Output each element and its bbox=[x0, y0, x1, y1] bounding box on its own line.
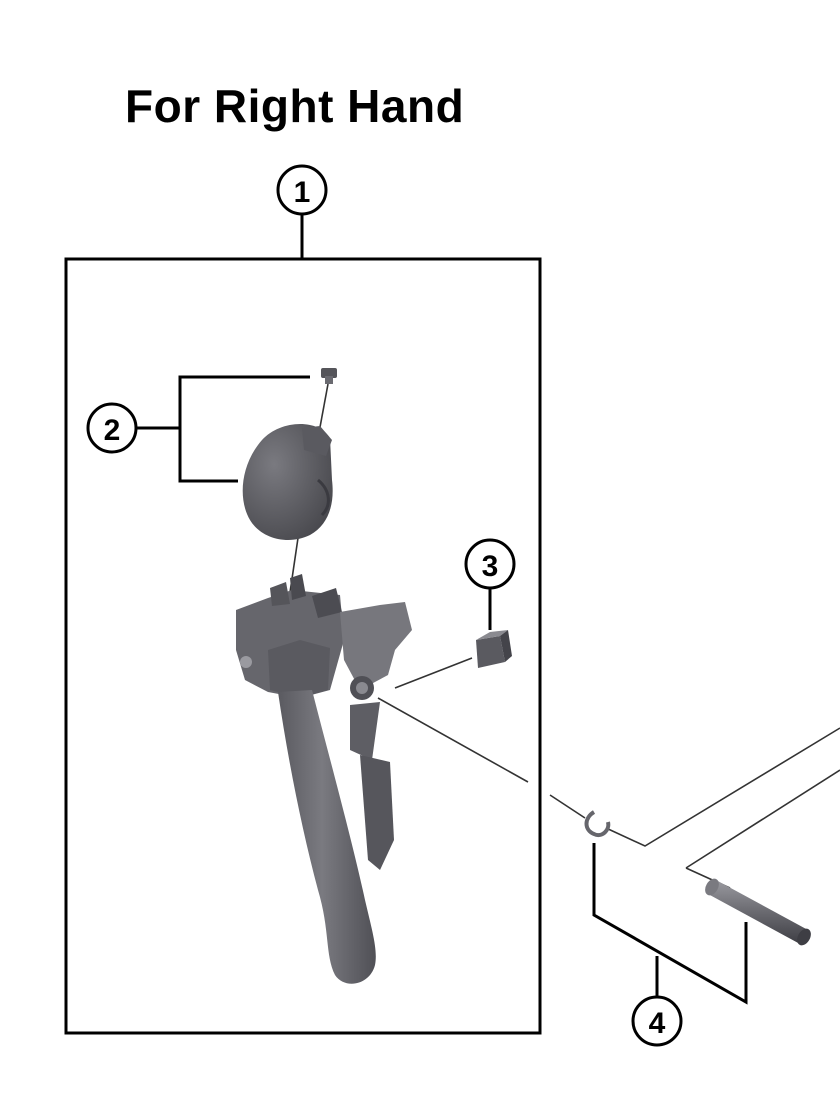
brake-lever bbox=[278, 690, 394, 984]
leader-lines bbox=[287, 383, 840, 889]
bracket-body bbox=[236, 574, 412, 700]
callout-4: 4 bbox=[592, 843, 748, 1047]
pin bbox=[705, 878, 811, 946]
callout-4-number: 4 bbox=[649, 1007, 666, 1040]
callout-3-number: 3 bbox=[482, 550, 499, 583]
bracket-cover bbox=[242, 423, 333, 540]
callout-4-bracket bbox=[592, 843, 748, 1005]
small-block bbox=[476, 630, 512, 668]
callout-1: 1 bbox=[276, 164, 328, 216]
callout-2-number: 2 bbox=[104, 414, 121, 447]
screw bbox=[321, 368, 337, 384]
page-title: For Right Hand bbox=[125, 80, 465, 132]
callout-1-number: 1 bbox=[294, 176, 311, 209]
e-clip bbox=[584, 810, 611, 837]
callout-3: 3 bbox=[464, 538, 516, 630]
callout-2: 2 bbox=[86, 375, 310, 483]
